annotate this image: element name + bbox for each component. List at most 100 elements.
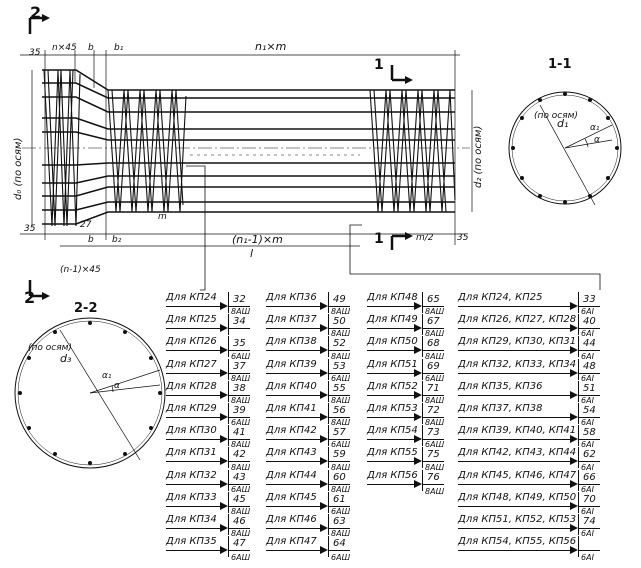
- schedule-row-leader: [166, 328, 222, 330]
- schedule-row-label: Для КП55: [367, 447, 418, 459]
- schedule-row-bar-class: 6AІ: [581, 440, 594, 450]
- schedule-row-rule: [578, 372, 600, 374]
- schedule-bus-line: [328, 491, 329, 513]
- schedule-bus-line: [578, 491, 579, 513]
- schedule-row-label: Для КП39, КП40, КП41: [458, 425, 577, 437]
- schedule-row-label: Для КП49: [367, 314, 418, 326]
- schedule-row-rule: [328, 394, 350, 396]
- schedule-row-label: Для КП34: [166, 514, 217, 525]
- schedule-row-bar-class: 8AШ: [231, 440, 251, 450]
- schedule-row-leader: [367, 372, 416, 374]
- schedule-row-bar-class: 8AШ: [425, 418, 445, 428]
- dim-b-top: b: [88, 43, 94, 53]
- dim-m-pitch: m: [158, 212, 167, 222]
- schedule-row-bar-class: 6AІ: [581, 329, 594, 339]
- schedule-tail-bar-class: 6AШ: [231, 553, 251, 563]
- schedule-row-arrow: [320, 368, 328, 377]
- schedule-row-count: 41: [233, 427, 246, 439]
- schedule-row-arrow: [320, 302, 328, 310]
- schedule-row-arrow: [320, 479, 328, 488]
- schedule-row-label: Для КП27: [166, 358, 217, 370]
- schedule-row-arrow: [320, 546, 328, 555]
- schedule-row-arrow: [570, 368, 578, 377]
- schedule-row-label: Для КП26, КП27, КП28: [458, 314, 577, 326]
- schedule-row-rule: [228, 350, 250, 352]
- schedule-row-rule: [422, 350, 444, 352]
- schedule-row-leader: [458, 328, 572, 330]
- schedule-bus-line: [422, 314, 423, 336]
- schedule-row-bar-class: 6AШ: [331, 507, 351, 516]
- schedule-bus-line: [422, 380, 423, 402]
- schedule-row-count: 46: [233, 516, 246, 527]
- schedule-row-leader: [266, 505, 322, 507]
- schedule-row-label: Для КП29, КП30, КП31: [458, 336, 577, 348]
- schedule-row-leader: [166, 417, 222, 418]
- schedule-row-rule: [422, 483, 444, 485]
- schedule-row-bar-class: 8AШ: [231, 396, 251, 405]
- schedule-row-label: Для КП28: [166, 380, 217, 392]
- schedule-row-leader: [367, 483, 416, 485]
- schedule-row-count: 68: [427, 338, 440, 350]
- schedule-row-arrow: [570, 390, 578, 399]
- section-mark-2-top: 2: [30, 3, 42, 22]
- schedule-row-leader: [266, 417, 322, 418]
- schedule-row-leader: [166, 394, 222, 396]
- schedule-row-leader: [458, 394, 572, 396]
- schedule-row-label: Для КП45, КП46, КП47: [458, 469, 577, 481]
- schedule-row-arrow: [220, 324, 228, 333]
- schedule-row-label: Для КП42: [266, 425, 317, 437]
- schedule-row-label: Для КП36: [266, 292, 317, 303]
- schedule-row-rule: [328, 461, 350, 463]
- schedule-row-count: 65: [427, 294, 440, 305]
- schedule-row-rule: [228, 394, 250, 396]
- schedule-row-arrow: [570, 479, 578, 488]
- schedule-row-leader: [166, 505, 222, 507]
- schedule-row-bar-class: 6AІ: [581, 396, 594, 405]
- schedule-row-rule: [328, 439, 350, 441]
- schedule-bus-line: [328, 447, 329, 469]
- schedule-row-rule: [578, 461, 600, 463]
- schedule-row-count: 55: [333, 382, 346, 394]
- schedule-row-count: 53: [333, 360, 346, 372]
- schedule-row-rule: [578, 550, 600, 552]
- schedule-row-bar-class: 6AІ: [581, 351, 594, 361]
- schedule-row-rule: [422, 394, 444, 396]
- schedule-row-label: Для КП44: [266, 469, 317, 481]
- schedule-row-leader: [166, 439, 222, 441]
- schedule-row-label: Для КП45: [266, 491, 317, 503]
- schedule-row-arrow: [320, 346, 328, 355]
- schedule-row-label: Для КП54: [367, 425, 418, 437]
- schedule-row-count: 45: [233, 493, 246, 505]
- schedule-bus-line: [228, 491, 229, 513]
- dim-b-bottom: b: [88, 235, 94, 245]
- schedule-row-bar-class: 8AШ: [231, 462, 251, 472]
- schedule-row-bar-class: 8AШ: [425, 462, 445, 472]
- schedule-bus-line: [228, 447, 229, 469]
- schedule-bus-line: [328, 292, 329, 313]
- schedule-row-rule: [328, 417, 350, 418]
- schedule-row-count: 35: [233, 338, 246, 350]
- schedule-row-count: 43: [233, 471, 246, 483]
- section-mark-2-bottom: 2: [24, 288, 36, 307]
- section-2-alpha1: α₁: [102, 371, 112, 381]
- schedule-row-leader: [266, 528, 322, 529]
- schedule-row-bar-class: 8AШ: [231, 307, 251, 317]
- schedule-row-arrow: [414, 346, 422, 355]
- schedule-row-label: Для КП39: [266, 358, 317, 370]
- schedule-row-rule: [578, 350, 600, 352]
